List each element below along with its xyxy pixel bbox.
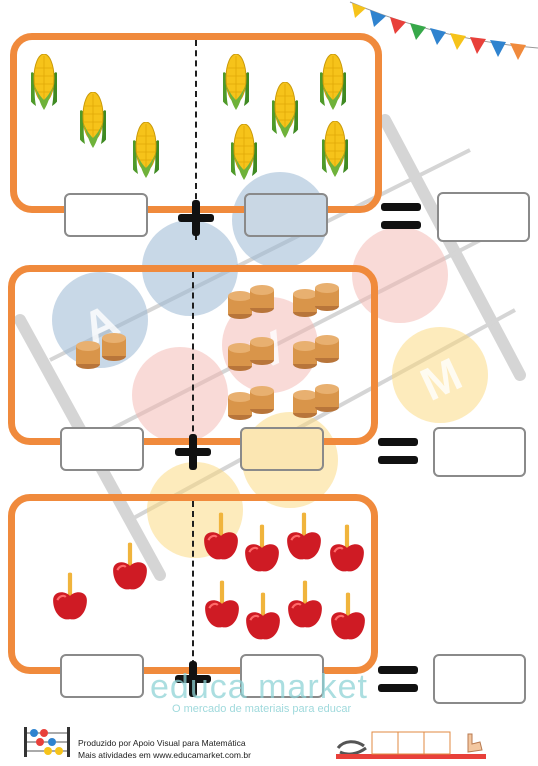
bunting-decoration	[349, 1, 538, 60]
row1-left-answer-box[interactable]	[64, 193, 148, 237]
row1-right-answer-box[interactable]	[244, 193, 328, 237]
caramel-candy-icon	[293, 335, 339, 369]
equals-sign	[381, 201, 421, 231]
row3-left-answer-box[interactable]	[60, 654, 144, 698]
row2-right-answer-box[interactable]	[240, 427, 324, 471]
caramel-candy-icon	[228, 285, 274, 319]
caramel-candy-icon	[293, 283, 339, 317]
corn-cob-icon	[322, 121, 348, 178]
plus-sign	[175, 434, 211, 470]
row1-divider	[195, 40, 197, 240]
equals-sign	[378, 436, 418, 466]
caramel-candy-icon	[228, 386, 274, 420]
cutting-strip-icon	[336, 731, 486, 759]
caramel-candy-icon	[228, 337, 274, 371]
row3-result-box[interactable]	[433, 654, 526, 704]
row2-left-answer-box[interactable]	[60, 427, 144, 471]
candy-apple-icon	[52, 571, 88, 621]
candy-apple-icon	[330, 591, 366, 641]
equals-sign	[378, 664, 418, 694]
footer-credit: Produzido por Apoio Visual para Matemáti…	[78, 738, 246, 748]
candy-apple-icon	[245, 591, 281, 641]
row2-result-box[interactable]	[433, 427, 526, 477]
corn-cob-icon	[80, 92, 106, 149]
candy-apple-icon	[287, 579, 323, 629]
candy-apple-icon	[329, 523, 365, 573]
caramel-candy-icon	[293, 384, 339, 418]
corn-cob-icon	[272, 82, 298, 139]
footer-website: Mais atividades em www.educamarket.com.b…	[78, 750, 251, 760]
candy-apple-icon	[244, 523, 280, 573]
candy-apple-icon	[112, 541, 148, 591]
corn-cob-icon	[320, 54, 346, 111]
plus-sign	[178, 200, 214, 236]
row3-divider	[192, 501, 194, 696]
caramel-candy-icon	[76, 333, 126, 369]
corn-cob-icon	[223, 54, 249, 111]
candy-apple-icon	[203, 511, 239, 561]
plus-sign	[175, 661, 211, 697]
corn-cob-icon	[231, 124, 257, 181]
row2-divider	[192, 272, 194, 462]
candy-apple-icon	[204, 579, 240, 629]
corn-cob-icon	[31, 54, 57, 111]
candy-apple-icon	[286, 511, 322, 561]
corn-cob-icon	[133, 122, 159, 179]
abacus-logo-icon	[24, 727, 70, 757]
brand-tagline: O mercado de materiais para educar	[172, 703, 352, 715]
row1-result-box[interactable]	[437, 192, 530, 242]
row3-right-answer-box[interactable]	[240, 654, 324, 698]
brand-watermark: educa market	[150, 668, 368, 706]
